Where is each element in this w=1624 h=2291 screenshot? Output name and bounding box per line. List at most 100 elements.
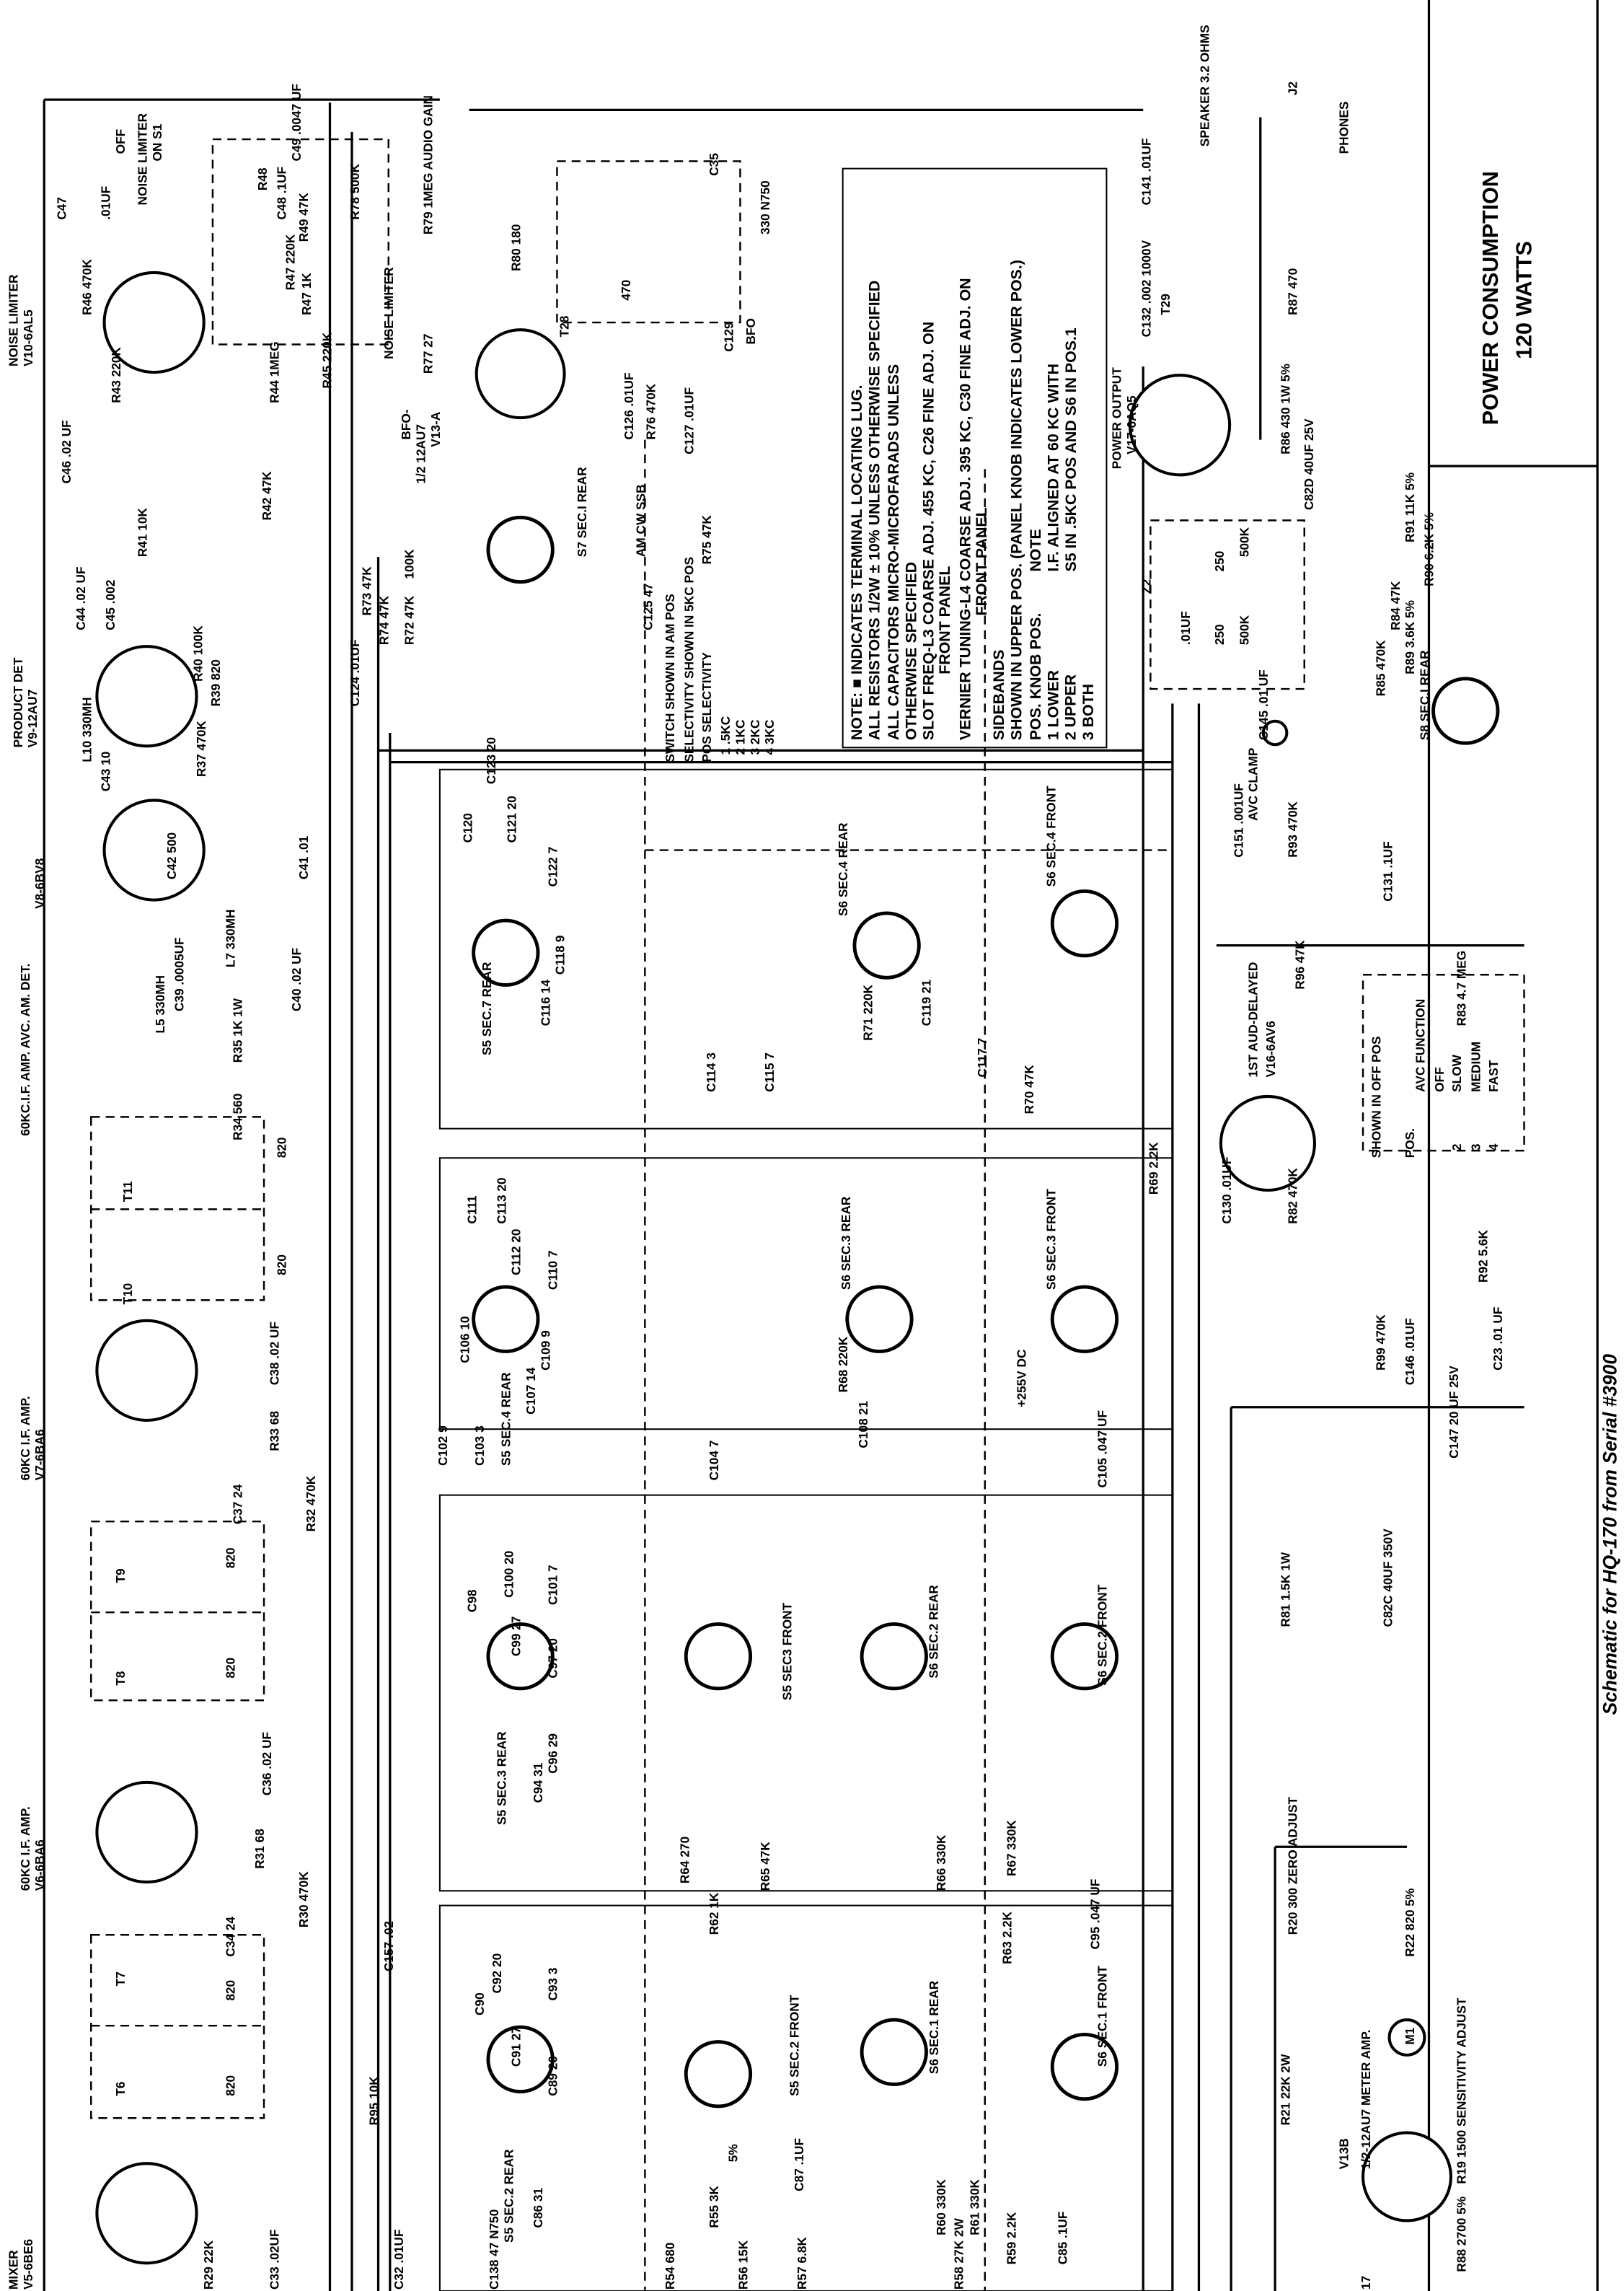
component-label: R63 2.2K	[999, 1911, 1014, 1964]
component-label: V7-6BA6	[32, 1429, 47, 1480]
component-label: C98	[465, 1589, 480, 1612]
component-label: R83 4.7 MEG	[1454, 951, 1468, 1026]
component-label: S5 SEC.2 REAR	[501, 2149, 516, 2243]
component-label: C102 9	[436, 1425, 450, 1466]
component-label: R42 47K	[260, 471, 274, 521]
component-label: C107 14	[524, 1367, 538, 1415]
component-label: R71 220K	[860, 984, 875, 1040]
component-label: C32 .01UF	[392, 2229, 406, 2290]
z2-network	[1149, 519, 1305, 690]
component-label: C47	[55, 197, 69, 220]
component-label: SHOWN IN OFF POS	[1369, 1036, 1383, 1158]
component-label: C90	[472, 1992, 487, 2015]
component-label: T8	[113, 1671, 128, 1686]
component-label: R61 330K	[968, 2179, 982, 2235]
note-line: SHOWN IN UPPER POS. (PANEL KNOB INDICATE…	[1008, 260, 1025, 740]
component-label: R88 2700 5%	[1454, 2197, 1468, 2272]
component-label: 100K	[402, 549, 416, 579]
tube-v8	[102, 799, 206, 902]
component-label: C122 7	[545, 847, 560, 887]
component-label: R76 470K	[644, 383, 658, 439]
component-label: S5 SEC.7 REAR	[480, 962, 494, 1055]
component-label: R85 470K	[1374, 640, 1388, 696]
component-label: S5 SEC3 FRONT	[780, 1602, 795, 1700]
component-label: R35 1K 1W	[231, 998, 245, 1063]
component-label: AM CW SSB	[633, 484, 648, 557]
switch-wafer-s7	[486, 515, 555, 584]
component-label: R68 220K	[836, 1336, 850, 1392]
tube-v10	[102, 271, 206, 374]
component-label: V10-6AL5	[21, 309, 35, 366]
component-label: 60KC.I.F. AMP. AVC. AM. DET.	[18, 964, 32, 1136]
component-label: 820	[223, 1980, 237, 2001]
component-label: R56 15K	[736, 2240, 751, 2290]
meter-m1	[1387, 2018, 1426, 2057]
component-label: T7	[113, 1971, 128, 1986]
switch-section-frame	[438, 1494, 1173, 1892]
component-label: R40 100K	[191, 625, 206, 682]
component-label: R78 500K	[348, 164, 362, 220]
component-label: R57 6.8K	[795, 2236, 809, 2289]
component-label: R33 68	[267, 1411, 281, 1451]
component-label: R45 220K	[320, 332, 335, 388]
component-label: R77 27	[421, 333, 436, 374]
component-label: R21 22K 2W	[1278, 2054, 1292, 2126]
component-label: SLOW	[1449, 1054, 1464, 1091]
component-label: R32 470K	[304, 1475, 318, 1531]
component-label: S6 SEC.4 REAR	[836, 822, 850, 916]
component-label: C119 21	[919, 980, 934, 1026]
component-label: 250	[1212, 624, 1227, 645]
component-label: R59 2.2K	[1004, 2212, 1018, 2264]
component-label: 4 3KC	[762, 720, 777, 755]
component-label: Z2	[1139, 579, 1153, 594]
switch-wafer	[472, 918, 540, 987]
note-line: FRONT PANEL	[973, 507, 990, 615]
component-label: S6 SEC.2 REAR	[927, 1585, 941, 1679]
note-line: SIDEBANDS	[990, 650, 1007, 741]
power-watts: 120 WATTS	[1512, 241, 1537, 359]
component-label: C105 .047 UF	[1095, 1410, 1109, 1488]
note-line: FRONT PANEL	[936, 566, 953, 674]
component-label: S5 SEC.2 FRONT	[787, 1995, 802, 2096]
component-label: R47 1K	[299, 273, 314, 315]
component-label: 1 .5KC	[718, 716, 733, 755]
component-label: C116 14	[538, 980, 552, 1026]
component-label: 330 N750	[758, 180, 772, 234]
component-label: C41 .01	[296, 835, 311, 879]
component-label: C44 .02 UF	[74, 566, 88, 630]
component-label: POS.	[1403, 1128, 1417, 1158]
component-label: R79 1MEG AUDIO GAIN	[421, 95, 436, 234]
component-label: 17	[1359, 2276, 1373, 2290]
component-label: .01UF	[1178, 611, 1193, 645]
component-label: R22 820 5%	[1403, 1888, 1417, 1957]
component-label: C141 .01UF	[1139, 138, 1153, 205]
note-line: 1 LOWER	[1044, 670, 1062, 740]
component-label: C114 3	[704, 1052, 718, 1092]
component-label: C147 20 UF 25V	[1447, 1366, 1461, 1459]
component-label: BFO	[743, 318, 758, 344]
component-label: C146 .01UF	[1403, 1318, 1417, 1385]
tube-v13b	[1361, 2131, 1452, 2222]
switch-wafer	[472, 1285, 540, 1353]
component-label: C106 10	[458, 1316, 472, 1363]
component-label: C40 .02 UF	[289, 948, 304, 1011]
component-label: C93 3	[545, 1968, 560, 2001]
tube-v16	[1219, 1094, 1317, 1192]
note-line: 2 UPPER	[1062, 674, 1080, 740]
component-label: C99 27	[509, 1616, 524, 1656]
component-label: R31 68	[252, 1829, 267, 1869]
component-label: R72 47K	[402, 595, 416, 645]
component-label: R41 10K	[135, 507, 149, 557]
component-label: R64 270	[677, 1837, 692, 1883]
wiring	[43, 0, 1599, 2291]
component-label: 2	[1449, 1144, 1464, 1151]
component-label: C48 .1UF	[275, 167, 289, 220]
component-label: 820	[275, 1137, 289, 1158]
notes-frame	[842, 167, 1108, 749]
transformers	[90, 138, 1525, 2119]
component-label: J2	[1286, 82, 1300, 95]
component-label: S6 SEC.2 FRONT	[1095, 1584, 1109, 1686]
component-label: R86 430 1W 5%	[1278, 364, 1292, 454]
switch-section-frame	[438, 768, 1173, 1130]
